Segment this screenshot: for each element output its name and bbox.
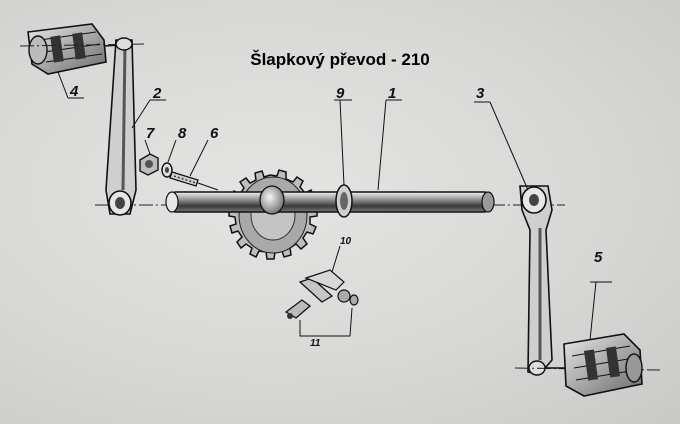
small-fittings bbox=[284, 269, 359, 319]
leader-4 bbox=[57, 71, 69, 99]
right-pedal bbox=[545, 333, 643, 397]
leader-3 bbox=[489, 101, 529, 191]
leader-7 bbox=[144, 139, 151, 155]
cotter-nut bbox=[139, 153, 159, 176]
washer bbox=[161, 162, 173, 178]
callout-3: 3 bbox=[476, 85, 485, 102]
right-crank-arm bbox=[519, 185, 553, 376]
leader-1 bbox=[377, 99, 387, 191]
leader-8 bbox=[167, 139, 177, 163]
callout-5: 5 bbox=[594, 249, 603, 266]
leader-11 bbox=[299, 307, 353, 337]
crank-axle bbox=[165, 185, 495, 215]
leader-10 bbox=[331, 245, 341, 273]
callout-6: 6 bbox=[210, 125, 219, 142]
left-crank-arm bbox=[105, 37, 137, 216]
leader-5 bbox=[589, 281, 597, 341]
callout-8: 8 bbox=[178, 125, 187, 142]
callout-1: 1 bbox=[388, 85, 396, 102]
callout-7: 7 bbox=[146, 125, 155, 142]
callout-4: 4 bbox=[69, 83, 79, 100]
cotter-pin bbox=[169, 171, 219, 191]
callout-9: 9 bbox=[336, 85, 345, 102]
leader-2 bbox=[131, 99, 151, 129]
callout-10: 10 bbox=[340, 236, 352, 247]
left-pedal bbox=[19, 23, 146, 75]
leader-6 bbox=[189, 139, 209, 177]
callout-2: 2 bbox=[152, 85, 162, 102]
callout-11: 11 bbox=[310, 338, 321, 349]
diagram-title: Šlapkový převod - 210 bbox=[250, 50, 430, 69]
leader-9 bbox=[339, 99, 345, 186]
spacer-ring bbox=[335, 184, 353, 218]
